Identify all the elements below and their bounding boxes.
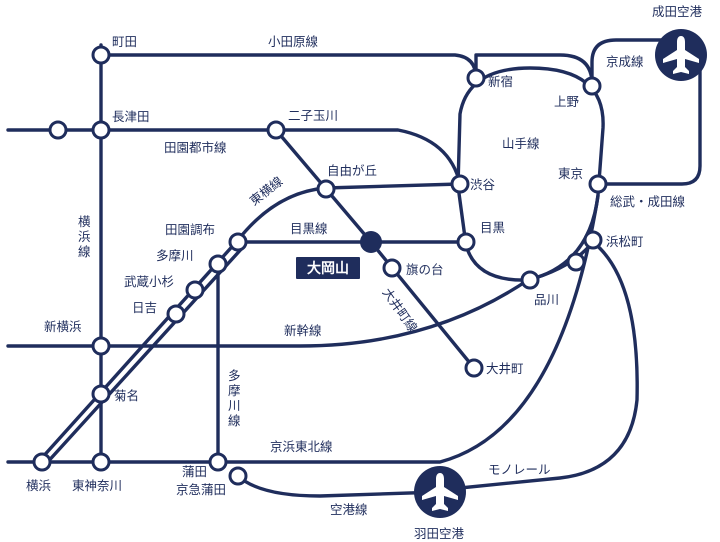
label-tamagawa-line: 多摩川線	[228, 368, 241, 428]
label-haneda-airport: 羽田空港	[414, 526, 465, 541]
station-shinagawa[interactable]	[520, 270, 540, 290]
station-hamamatsucho-small[interactable]	[566, 252, 586, 272]
label-kikuna: 菊名	[114, 388, 139, 403]
station-shinjuku[interactable]	[466, 68, 486, 88]
label-sobu-narita-line: 総武・成田線	[610, 194, 686, 209]
station-higashi-kanagawa[interactable]	[91, 452, 111, 472]
monorail-line	[438, 240, 639, 492]
shinkansen-line	[6, 278, 530, 348]
label-shin-yokohama: 新横浜	[44, 319, 82, 334]
label-tokyo: 東京	[558, 166, 583, 181]
label-tamagawa: 多摩川	[156, 248, 194, 263]
station-keikyu-kamata[interactable]	[228, 466, 248, 486]
station-tamagawa[interactable]	[208, 254, 228, 274]
station-hiyoshi[interactable]	[166, 304, 186, 324]
label-ueno: 上野	[554, 94, 580, 109]
station-machida[interactable]	[91, 45, 111, 65]
label-odakyu-line: 小田原線	[268, 34, 319, 49]
station-nagatsuta-west[interactable]	[48, 120, 68, 140]
label-nagatsuta: 長津田	[112, 109, 150, 124]
label-yokohama: 横浜	[26, 478, 51, 493]
label-shibuya: 渋谷	[470, 177, 496, 192]
current-station-label: 大岡山	[296, 257, 360, 279]
label-narita-airport: 成田空港	[652, 4, 703, 19]
label-yamanote-line: 山手線	[502, 136, 540, 151]
label-meguro: 目黒	[480, 220, 505, 235]
label-monorail-line: モノレール	[488, 462, 551, 477]
station-futako-tamagawa[interactable]	[266, 120, 286, 140]
label-shinkansen-line: 新幹線	[284, 323, 322, 338]
label-airport-line: 空港線	[330, 502, 368, 517]
station-meguro[interactable]	[456, 232, 476, 252]
narita-airport-marker[interactable]	[655, 29, 707, 81]
label-keihin-tohoku-line: 京浜東北線	[270, 439, 333, 454]
label-oimachi-line: 大井町線	[380, 285, 421, 335]
label-jiyugaoka: 自由が丘	[327, 163, 377, 178]
airplane-icon	[422, 473, 458, 511]
toyoko-line	[38, 182, 462, 462]
label-hiyoshi: 日吉	[132, 300, 157, 315]
label-shinagawa: 品川	[534, 292, 559, 307]
airport-line	[236, 474, 442, 498]
airplane-icon	[663, 36, 699, 74]
label-meguro-line: 目黒線	[290, 221, 328, 236]
haneda-airport-marker[interactable]	[414, 466, 466, 518]
station-tokyo[interactable]	[588, 174, 608, 194]
station-nagatsuta[interactable]	[91, 120, 111, 140]
label-oimachi: 大井町	[486, 361, 524, 376]
station-ueno[interactable]	[582, 76, 602, 96]
label-shinjuku: 新宿	[488, 74, 513, 89]
station-hamamatsucho[interactable]	[583, 230, 603, 250]
label-keisei-line: 京成線	[606, 54, 644, 69]
station-hatanodai[interactable]	[382, 258, 402, 278]
station-kamata[interactable]	[208, 452, 228, 472]
label-yokohama-line: 横浜線	[78, 214, 91, 259]
station-oimachi[interactable]	[464, 358, 484, 378]
toyoko-line-double	[42, 244, 246, 468]
keihin-tohoku-line	[6, 194, 600, 464]
station-denenchofu[interactable]	[228, 232, 248, 252]
current-station-text: 大岡山	[307, 260, 349, 277]
denentoshi-line-east	[274, 128, 462, 186]
station-jiyugaoka[interactable]	[316, 179, 336, 199]
station-yokohama[interactable]	[32, 452, 52, 472]
label-machida: 町田	[112, 34, 137, 49]
current-station-marker[interactable]	[360, 231, 382, 253]
label-higashi-kanagawa: 東神奈川	[72, 478, 122, 493]
label-futako-tamagawa: 二子玉川	[288, 108, 338, 123]
station-kikuna[interactable]	[91, 384, 111, 404]
label-hamamatsucho: 浜松町	[606, 234, 644, 249]
label-musashi-kosugi: 武蔵小杉	[124, 274, 174, 289]
label-keikyu-kamata: 京急蒲田	[176, 482, 226, 497]
label-hatanodai: 旗の台	[406, 262, 444, 277]
station-shin-yokohama[interactable]	[91, 336, 111, 356]
odakyu-line	[99, 53, 478, 80]
station-musashi-kosugi[interactable]	[185, 280, 205, 300]
label-denenchofu: 田園調布	[165, 222, 215, 237]
label-denentoshi-line: 田園都市線	[164, 140, 227, 155]
station-shibuya[interactable]	[450, 174, 470, 194]
label-kamata: 蒲田	[182, 464, 207, 479]
